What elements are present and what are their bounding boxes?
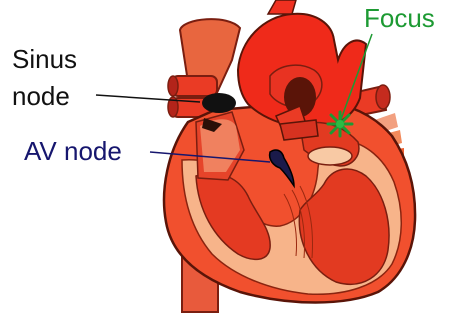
- sinus-node-label-line1: Sinus: [12, 46, 77, 72]
- aortic-branches: [268, 0, 296, 14]
- focus-label: Focus: [364, 5, 435, 31]
- interatrial-vessel-2: [280, 120, 318, 140]
- av-node-label: AV node: [24, 138, 122, 164]
- sinus-node-label-line2: node: [12, 83, 70, 109]
- focus-marker-core: [336, 120, 344, 128]
- sinus-node: [202, 93, 236, 113]
- mitral-valve: [308, 147, 352, 165]
